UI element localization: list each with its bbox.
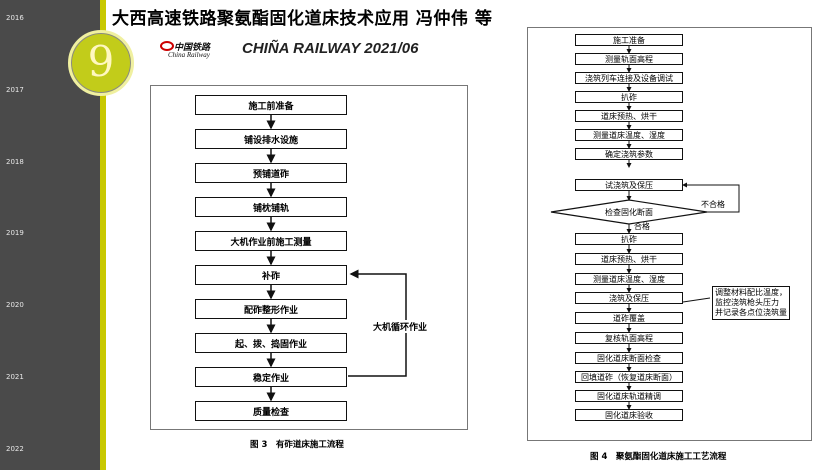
- fig3-step: 质量检查: [195, 401, 347, 421]
- accent-bar: [100, 0, 106, 470]
- fig3-step: 铺枕铺轨: [195, 197, 347, 217]
- fig4-step: 固化道床断面检查: [575, 352, 683, 364]
- fig4-step: 浇筑及保压: [575, 292, 683, 304]
- fig4-side-note-line: 并记录各点位浇筑量: [715, 308, 787, 317]
- timeline-year: 2017: [6, 86, 24, 94]
- fig4-step: 测量道床温度、湿度: [575, 129, 683, 141]
- fig4-step: 测量道床温度、湿度: [575, 273, 683, 285]
- fig3-step: 稳定作业: [195, 367, 347, 387]
- slide-title: 大西高速铁路聚氨酯固化道床技术应用 冯仲伟 等: [112, 9, 493, 29]
- fig3-step: 预铺道砟: [195, 163, 347, 183]
- timeline-year: 2021: [6, 373, 24, 381]
- logo-text-cn: 中国铁路: [174, 43, 211, 53]
- figure-3-flowchart: 施工前准备 铺设排水设施 预铺道砟 铺枕铺轨 大机作业前施工测量 补砟 配砟整形…: [150, 85, 468, 430]
- figure-4-arrows: [550, 46, 740, 410]
- fig4-step: 扒砟: [575, 91, 683, 103]
- fig4-step: 道床预热、烘干: [575, 253, 683, 265]
- fig4-side-note: 调整材料配比温度， 监控浇筑枪头压力 并记录各点位浇筑量: [712, 286, 790, 320]
- fig4-step: 回填道砟（恢复道床断面）: [575, 371, 683, 383]
- timeline-year: 2018: [6, 158, 24, 166]
- fig4-step: 试浇筑及保压: [575, 179, 683, 191]
- fig3-loop-label: 大机循环作业: [373, 320, 428, 333]
- fig4-decision: 检查固化断面: [605, 207, 653, 217]
- figure-4-flowchart: 施工准备 测量轨面高程 浇筑列车连接及设备调试 扒砟 道床预热、烘干 测量道床温…: [527, 27, 812, 441]
- logo-mark-icon: [160, 41, 174, 51]
- fig4-step: 确定浇筑参数: [575, 148, 683, 160]
- figure-4-caption: 图 4 聚氨酯固化道床施工工艺流程: [590, 452, 727, 462]
- fig4-side-note-line: 调整材料配比温度，: [715, 288, 787, 297]
- page-number: 9: [87, 37, 115, 86]
- fig3-step: 起、拨、捣固作业: [195, 333, 347, 353]
- fig4-step: 扒砟: [575, 233, 683, 245]
- fig4-fail-label: 不合格: [701, 200, 725, 209]
- fig4-step: 复核轨面高程: [575, 332, 683, 344]
- journal-name: CHIÑA RAILWAY 2021/06: [242, 40, 419, 57]
- timeline-year: 2022: [6, 445, 24, 453]
- fig3-step: 配砟整形作业: [195, 299, 347, 319]
- fig4-step: 浇筑列车连接及设备调试: [575, 72, 683, 84]
- fig4-step: 测量轨面高程: [575, 53, 683, 65]
- fig3-step: 大机作业前施工测量: [195, 231, 347, 251]
- timeline-year: 2020: [6, 301, 24, 309]
- fig4-step: 施工准备: [575, 34, 683, 46]
- fig4-pass-label: 合格: [634, 222, 650, 231]
- fig3-step: 施工前准备: [195, 95, 347, 115]
- fig4-step: 固化道床轨道精调: [575, 390, 683, 402]
- figure-3-caption: 图 3 有砟道床施工流程: [250, 440, 344, 450]
- fig4-step: 道床预热、烘干: [575, 110, 683, 122]
- china-railway-logo: 中国铁路 China Railway: [160, 40, 230, 62]
- logo-text-en: China Railway: [168, 51, 210, 59]
- timeline-year: 2016: [6, 14, 24, 22]
- timeline-year: 2019: [6, 229, 24, 237]
- fig4-step: 道砟覆盖: [575, 312, 683, 324]
- fig4-side-note-line: 监控浇筑枪头压力: [715, 298, 779, 307]
- page-number-badge: 9: [68, 30, 134, 96]
- fig3-step: 铺设排水设施: [195, 129, 347, 149]
- fig3-step: 补砟: [195, 265, 347, 285]
- fig4-step: 固化道床验收: [575, 409, 683, 421]
